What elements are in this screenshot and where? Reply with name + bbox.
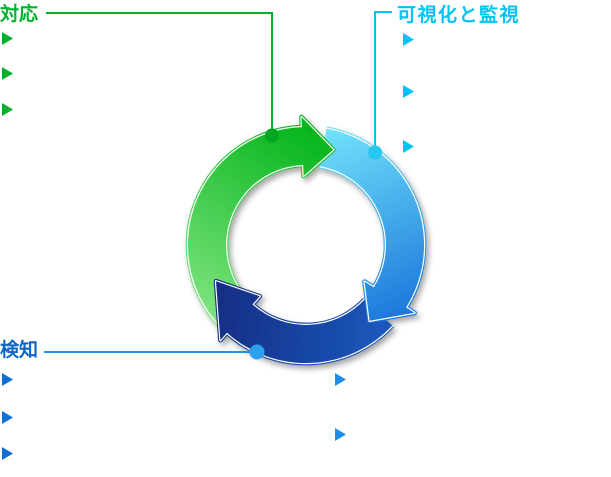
response-connector-dot bbox=[265, 128, 279, 143]
detection-bullets-left bbox=[2, 373, 13, 460]
bullet-triangle-icon bbox=[2, 373, 13, 386]
bullet-triangle-icon bbox=[403, 85, 414, 98]
bullet-triangle-icon bbox=[2, 67, 13, 80]
visualization-bullets bbox=[403, 33, 414, 153]
bullet-triangle-icon bbox=[2, 103, 13, 116]
bullet-triangle-icon bbox=[335, 428, 346, 441]
bullet-triangle-icon bbox=[335, 373, 346, 386]
bullet-triangle-icon bbox=[403, 140, 414, 153]
green-arrow bbox=[187, 117, 334, 324]
navy-arrow bbox=[216, 281, 393, 364]
cycle-arrows bbox=[185, 114, 427, 366]
detection-label: 検知 bbox=[0, 338, 38, 361]
bullet-triangle-icon bbox=[2, 411, 13, 424]
visualization-label: 可視化と監視 bbox=[397, 3, 520, 26]
bullet-triangle-icon bbox=[403, 33, 414, 46]
detection-bullets-right bbox=[335, 373, 346, 441]
cyan-arrow-head bbox=[364, 264, 421, 321]
response-bullets bbox=[2, 32, 13, 116]
response-label: 対応 bbox=[0, 2, 38, 25]
visualization-connector-dot bbox=[368, 145, 382, 160]
response-connector-line bbox=[46, 12, 273, 129]
visualization-connector-line bbox=[374, 11, 392, 146]
bullet-triangle-icon bbox=[2, 32, 13, 45]
detection-connector-dot bbox=[249, 344, 265, 360]
bullet-triangle-icon bbox=[2, 447, 13, 460]
